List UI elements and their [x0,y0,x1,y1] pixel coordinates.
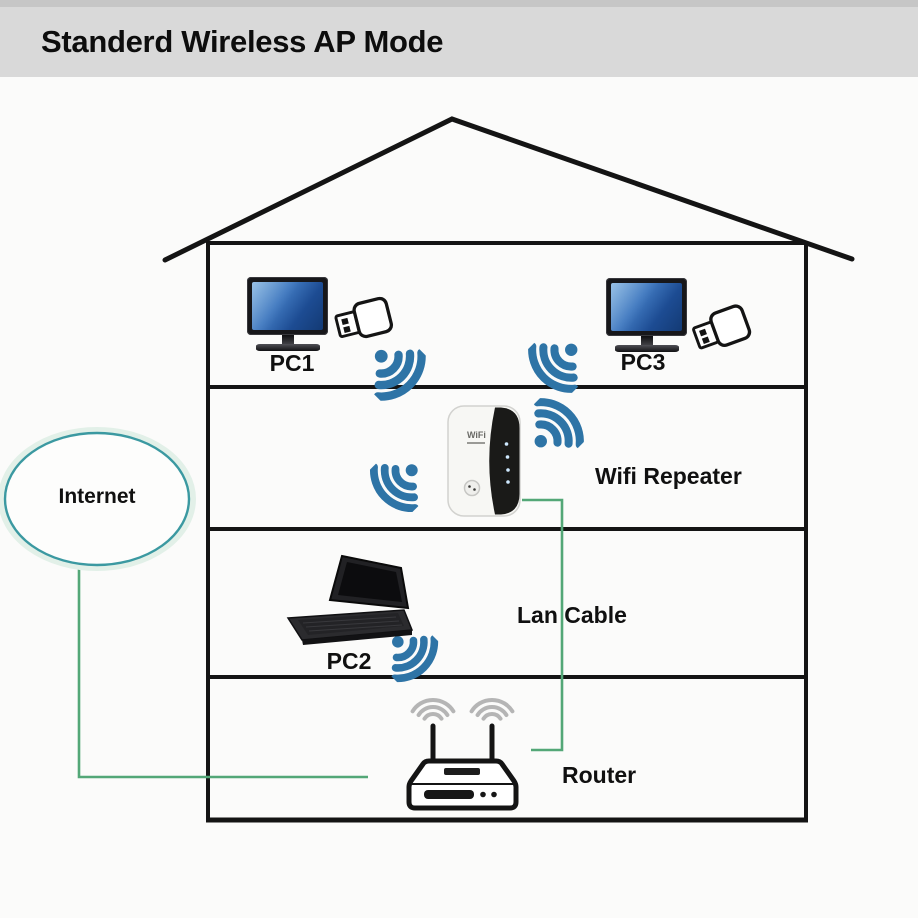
pc1-label: PC1 [269,350,315,376]
repeater-wps-button [463,479,481,497]
pc3-usb-adapter-icon [685,297,761,366]
repeater-led-2 [505,455,510,459]
internet-cloud-glow [0,427,196,571]
router-front-dot-2 [491,791,497,798]
pc3-monitor [606,278,687,352]
router-front-dot-1 [480,791,486,798]
laptop-screen [338,562,402,602]
router-device [406,697,519,811]
pc1-usb-adapter-icon [329,290,401,354]
pc3-label: PC3 [620,349,666,375]
pc1-stand-neck [281,335,294,344]
lan-cable-label: Lan Cable [517,602,627,628]
repeater-logo: WiFi [467,430,486,440]
titlebar-top-strip [0,0,918,7]
titlebar: Standerd Wireless AP Mode [0,7,918,77]
router-signal-arcs-left-icon [410,697,456,721]
page-title: Standerd Wireless AP Mode [41,24,444,59]
repeater-led-4 [506,480,510,484]
repeater-wps-dot-2 [473,488,476,491]
repeater-wifi-signal-lower-icon [366,456,426,521]
laptop-keyboard-rows [302,616,403,632]
laptop-front-edge [302,630,412,645]
pc3-wifi-signal-icon [524,335,586,402]
pc3-stand-base [614,345,679,352]
internet-label: Internet [58,485,136,508]
cable-internet-to-router [77,564,368,779]
repeater-wifi-signal-upper-icon [526,394,588,461]
pc1-monitor [247,277,328,351]
pc2-label: PC2 [326,648,372,674]
pc3-stand-neck [640,336,653,345]
internet-cloud [3,431,191,567]
router-front-bar [424,790,474,799]
pc1-stand-base [255,344,320,351]
wifi-repeater-label: Wifi Repeater [595,463,742,489]
pc2-laptop [286,554,414,645]
pc1-screen [252,282,323,330]
pc2-wifi-signal-icon [384,628,442,691]
repeater-wps-dot-1 [468,485,471,488]
repeater-logo-sub [467,442,485,444]
router-signal-arcs-right-icon [469,697,515,721]
repeater-led-1 [504,442,509,446]
wifi-repeater-device: WiFi [447,405,521,517]
repeater-black-panel [489,407,520,515]
router-label: Router [562,762,637,788]
pc3-screen [611,283,682,331]
house-roof [162,116,855,263]
router-top-slot [444,768,480,775]
pc1-wifi-signal-icon [366,341,430,410]
repeater-led-3 [506,468,510,472]
lan-cable-repeater-to-router [522,498,564,752]
